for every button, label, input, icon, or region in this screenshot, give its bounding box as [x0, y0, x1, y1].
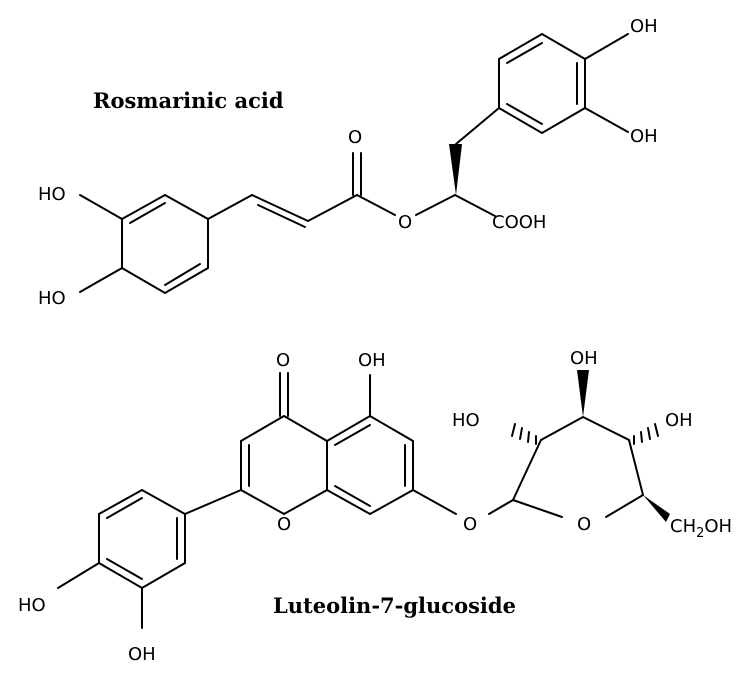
pyranose-oxygen-label: O: [577, 514, 591, 535]
ring-double-bond: [106, 558, 143, 580]
hydroxyl-label: OH: [630, 16, 658, 37]
oh-bond: [584, 33, 629, 60]
trans-double-bond-inner: [257, 204, 306, 228]
glycoside-bond: [488, 499, 514, 515]
benzo-ring: [326, 414, 414, 516]
hydroxyl-label: OH: [128, 644, 156, 665]
ch2oh-label: CH2OH: [670, 516, 732, 541]
aryl-bond: [184, 489, 242, 515]
ring-double-bond: [334, 424, 371, 446]
catechol-ring: [98, 488, 186, 590]
ring-oxygen-label: O: [277, 514, 291, 535]
oh-bond: [57, 562, 100, 589]
subscript-2-label: 2: [696, 526, 704, 541]
wedge-bond: [449, 144, 462, 195]
cooh-label: COOH: [492, 212, 546, 233]
rosmarinic-acid-title: Rosmarinic acid: [93, 88, 284, 113]
hydroxyl-label: OH: [630, 126, 658, 147]
wedge-bond: [577, 370, 589, 417]
ring-double-bond: [334, 485, 371, 507]
oh-bond: [584, 107, 629, 133]
trans-double-bond: [251, 194, 309, 222]
carbonyl-oxygen-label: O: [348, 127, 362, 148]
hydroxyl-label: OH: [665, 410, 693, 431]
rosmarinic-acid-structure: HO HO O O COOH OH OH Rosmarinic acid: [38, 16, 658, 309]
ho-bond: [79, 194, 123, 220]
cooh-bond: [454, 194, 496, 217]
right-benzene-ring: [498, 32, 586, 135]
luteolin-7-glucoside-structure: O OH O O HO OH HO OH OH O CH2OH Luteolin…: [18, 348, 732, 665]
ring-double-bond: [164, 263, 201, 286]
oh-label: OH: [704, 516, 732, 537]
hashed-bond: [511, 423, 537, 445]
hydroxyl-label: HO: [38, 184, 66, 205]
ring-double-bond: [506, 42, 543, 64]
carbonyl-oxygen-label: O: [276, 350, 290, 371]
ring-double-bond: [506, 103, 543, 125]
ester-bond: [415, 194, 456, 216]
luteolin-7-glucoside-title: Luteolin-7-glucoside: [273, 593, 516, 618]
wedge-bond: [643, 495, 670, 522]
ch-label: CH: [670, 516, 696, 537]
ring-double-bond: [129, 202, 166, 224]
chain-bond: [207, 194, 253, 220]
left-benzene-ring: [121, 193, 209, 295]
hydroxyl-label: HO: [452, 410, 480, 431]
hydroxyl-label: HO: [38, 288, 66, 309]
chain-bond: [307, 194, 358, 222]
hydroxyl-label: HO: [18, 595, 46, 616]
glucose-ring: [512, 415, 645, 518]
ho-bond: [79, 267, 123, 293]
hydroxyl-label: OH: [570, 348, 598, 369]
ester-oxygen-label: O: [398, 212, 412, 233]
glucose-ring-bond: [512, 499, 563, 518]
ester-bond: [356, 194, 396, 216]
ring-double-bond: [106, 497, 143, 519]
glycoside-bond: [412, 489, 457, 515]
hydroxyl-label: OH: [358, 350, 386, 371]
benzyl-bond: [455, 107, 500, 145]
hashed-bond: [633, 423, 659, 445]
glycoside-oxygen-label: O: [463, 514, 477, 535]
pyranone-ring: [240, 415, 328, 516]
